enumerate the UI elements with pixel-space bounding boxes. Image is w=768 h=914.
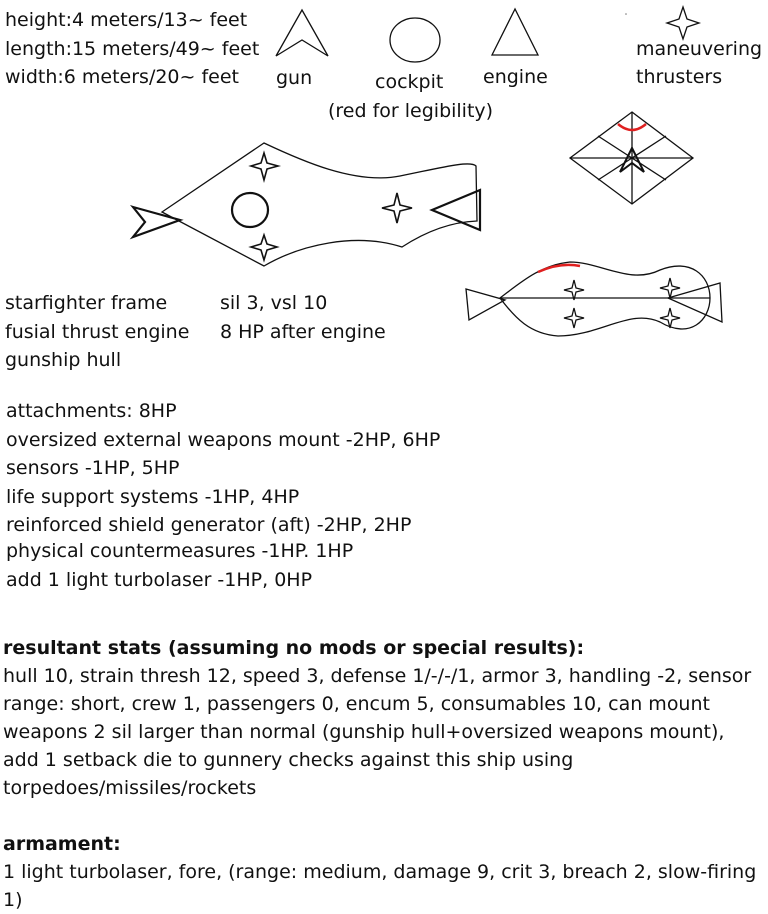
frame-text: starfighter frame [5, 292, 168, 314]
stats-section: resultant stats (assuming no mods or spe… [3, 634, 765, 914]
engine-text: fusial thrust engine [5, 321, 190, 343]
length-text: length:15 meters/49~ feet [5, 38, 260, 60]
ship-diagram [129, 4, 723, 337]
gun-symbol-icon [275, 8, 329, 57]
height-text: height:4 meters/13~ feet [5, 9, 248, 31]
legend-thrusters-label-1: maneuvering [636, 38, 763, 60]
hull-text: gunship hull [5, 349, 122, 371]
attachment-item: oversized external weapons mount -2HP, 6… [6, 429, 441, 451]
thruster-symbol-icon [664, 4, 702, 42]
attachment-item: add 1 light turbolaser -1HP, 0HP [6, 569, 313, 591]
stats-body: hull 10, strain thresh 12, speed 3, defe… [3, 665, 752, 799]
attachment-item: reinforced shield generator (aft) -2HP, … [6, 514, 412, 536]
armament-heading: armament: [3, 833, 121, 855]
hp-after-engine-text: 8 HP after engine [220, 321, 386, 343]
attachments-heading: attachments: 8HP [6, 400, 177, 422]
legend-cockpit-label: cockpit [375, 71, 444, 93]
legend-cockpit-note: (red for legibility) [328, 100, 494, 122]
top-view-ship [465, 261, 723, 337]
legend-engine-label: engine [483, 66, 548, 88]
attachment-item: sensors -1HP, 5HP [6, 457, 180, 479]
cockpit-symbol-icon [389, 17, 441, 63]
attachment-item: life support systems -1HP, 4HP [6, 486, 300, 508]
width-text: width:6 meters/20~ feet [5, 66, 240, 88]
front-view-ship [568, 111, 695, 205]
engine-symbol-icon [490, 7, 540, 56]
sil-vsl-text: sil 3, vsl 10 [220, 292, 328, 314]
legend-thrusters-label-2: thrusters [636, 66, 723, 88]
legend-gun-label: gun [276, 67, 313, 89]
armament-body: 1 light turbolaser, fore, (range: medium… [3, 861, 757, 911]
attachment-item: physical countermeasures -1HP. 1HP [6, 540, 354, 562]
side-view-ship [129, 142, 482, 267]
stats-heading: resultant stats (assuming no mods or spe… [3, 637, 585, 659]
